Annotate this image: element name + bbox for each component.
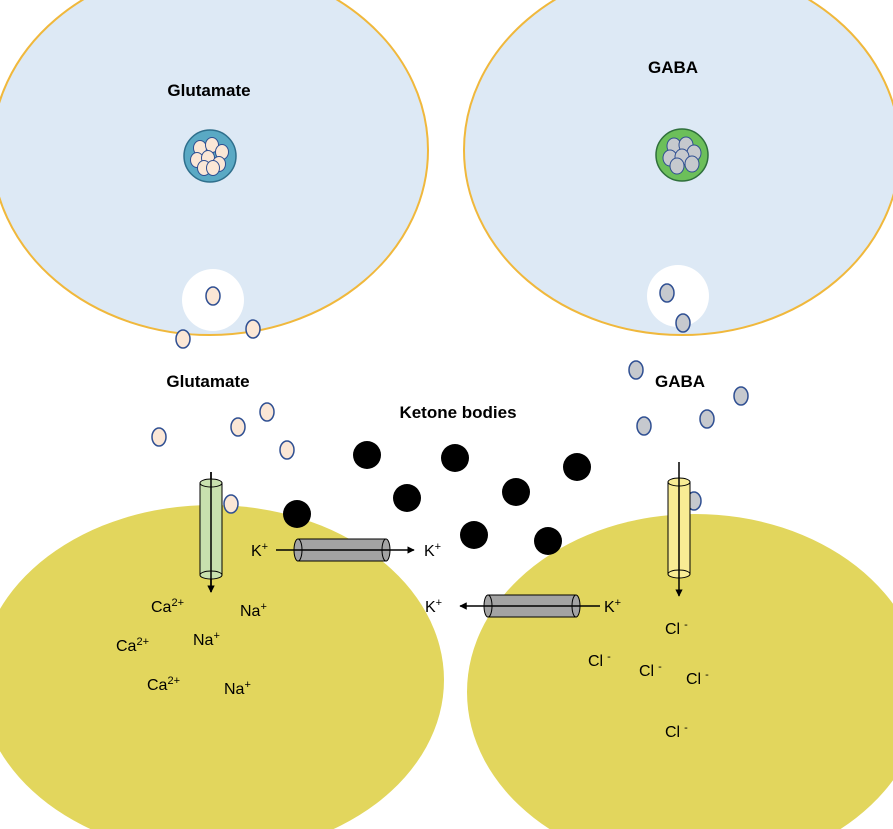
ca-ion: Ca2+ [116, 636, 149, 655]
k-ion-right-inside: K+ [604, 597, 621, 616]
ketone-bodies [283, 441, 591, 555]
glutamate-molecule [259, 402, 275, 422]
cl-ion: Cl- [686, 669, 709, 688]
gaba-molecule [628, 360, 644, 380]
na-ion: Na+ [240, 601, 267, 620]
glutamate-cleft-label: Glutamate [166, 372, 249, 391]
ketone-body [393, 484, 421, 512]
gaba-receptor-channel [667, 462, 691, 597]
potassium-channel-left [276, 538, 415, 562]
glutamate-molecule [223, 494, 239, 514]
glutamate-molecule [205, 286, 221, 306]
gaba-vesicle [655, 128, 709, 182]
glutamate-molecule [151, 427, 167, 447]
gaba-molecules [628, 283, 749, 511]
ketone-body [502, 478, 530, 506]
ketone-body [441, 444, 469, 472]
k-ion-left-outside: K+ [424, 541, 441, 560]
gaba-cleft-label: GABA [655, 372, 705, 391]
excitatory-postsynaptic-neuron [0, 505, 444, 829]
k-ion-right-outside: K+ [425, 597, 442, 616]
ca-ion: Ca2+ [151, 597, 184, 616]
ketone-bodies-label: Ketone bodies [399, 403, 516, 422]
k-ion-left-inside: K+ [251, 541, 268, 560]
gaba-terminal-label: GABA [648, 58, 698, 77]
gaba-molecule [684, 155, 700, 173]
glutamate-molecule [175, 329, 191, 349]
glutamate-molecules [151, 286, 295, 514]
gaba-molecule [733, 386, 749, 406]
ketone-body [534, 527, 562, 555]
gaba-molecule [675, 313, 691, 333]
glutamate-vesicle [183, 129, 237, 183]
ketone-body [563, 453, 591, 481]
gaba-molecule [669, 157, 685, 175]
potassium-channel-right [459, 594, 600, 618]
gaba-molecule [636, 416, 652, 436]
cl-ion: Cl- [588, 651, 611, 670]
glutamate-molecule [279, 440, 295, 460]
ca-ion: Ca2+ [147, 675, 180, 694]
cl-ion: Cl- [639, 661, 662, 680]
gaba-molecule [659, 283, 675, 303]
na-ion: Na+ [193, 630, 220, 649]
gaba-release-site [647, 265, 709, 327]
na-ion: Na+ [224, 679, 251, 698]
ketone-body [283, 500, 311, 528]
gaba-molecule [699, 409, 715, 429]
ketone-body [460, 521, 488, 549]
glutamate-molecule [245, 319, 261, 339]
ketone-body [353, 441, 381, 469]
glutamate-terminal-label: Glutamate [167, 81, 250, 100]
cl-ion: Cl- [665, 619, 688, 638]
cl-ion: Cl- [665, 722, 688, 741]
inhibitory-postsynaptic-neuron [467, 514, 893, 829]
glutamate-molecule [206, 160, 220, 176]
glutamate-molecule [230, 417, 246, 437]
glutamate-receptor-channel [199, 472, 223, 593]
